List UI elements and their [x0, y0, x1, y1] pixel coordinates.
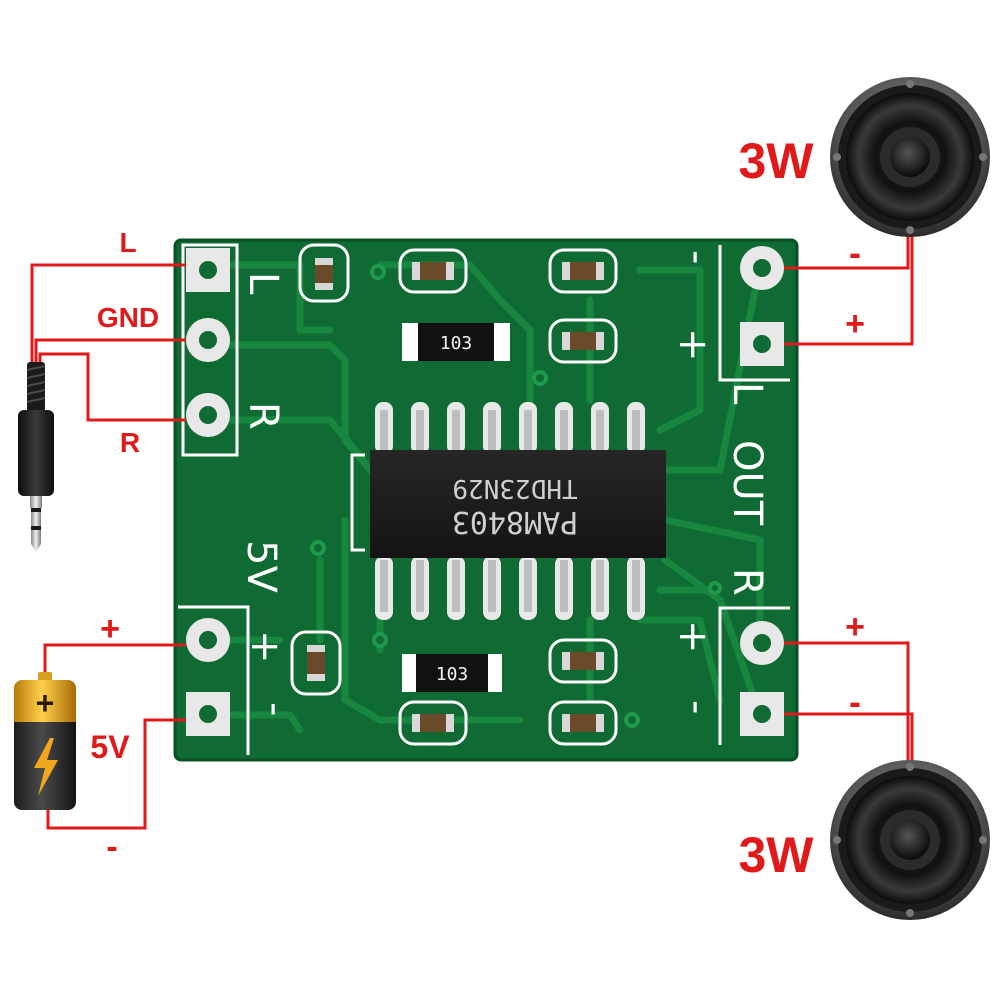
- ic-pin-top-7: [591, 402, 609, 454]
- ic-pin-bottom-4: [483, 556, 501, 620]
- silk-power-minus: -: [252, 702, 298, 716]
- capacitor-c8: [398, 700, 468, 746]
- battery-icon: +: [14, 672, 76, 810]
- chip-batch-label: THD23N29: [452, 473, 577, 503]
- silk-out-minus-bottom: -: [674, 700, 720, 714]
- capacitor-c1: [298, 243, 350, 303]
- audio-jack-plug: [18, 362, 54, 552]
- battery-plus-symbol: +: [36, 685, 55, 721]
- chip-model-label: PAM8403: [452, 504, 578, 539]
- speaker-top-plus-label: +: [845, 305, 865, 343]
- speaker-top-power-label: 3W: [739, 133, 815, 189]
- capacitor-c3: [548, 248, 618, 294]
- power-plus-label: +: [100, 610, 120, 648]
- lightning-bolt-icon: [34, 738, 58, 796]
- input-l-label: L: [119, 227, 136, 258]
- ic-pin-top-4: [483, 402, 501, 454]
- wire-power-minus: [46, 718, 186, 830]
- capacitor-c6: [548, 638, 618, 684]
- red-wires: [30, 232, 914, 830]
- output-pad-block-bottom: [718, 606, 790, 745]
- input-gnd-label: GND: [97, 302, 159, 333]
- capacitor-c5: [290, 630, 342, 696]
- power-minus-label: -: [106, 828, 117, 866]
- ic-pin-top-3: [447, 402, 465, 454]
- silk-out: OUT: [724, 440, 770, 526]
- capacitor-c7: [548, 700, 618, 746]
- ic-pin-top-8: [627, 402, 645, 454]
- resistor-top-label: 103: [440, 333, 473, 354]
- input-pad-r: [186, 393, 230, 437]
- output-pad-block-top: [718, 245, 790, 382]
- silk-out-plus-bottom: +: [670, 620, 716, 654]
- speaker-icon-top: [830, 77, 990, 237]
- pcb-board: 103 103 PAM8403 THD23N29 L R 5V + - L OU…: [173, 238, 799, 762]
- resistor-top: 103: [402, 323, 510, 361]
- silk-out-minus-top: -: [674, 250, 720, 264]
- output-pad-bottom-minus: [740, 692, 784, 736]
- pcb-vias: [310, 264, 722, 728]
- power-pad-plus: [186, 618, 230, 662]
- wire-speaker-bottom-plus: [784, 641, 910, 770]
- input-pad-l: [186, 248, 230, 292]
- power-pad-minus: [186, 692, 230, 736]
- power-pad-block: [178, 605, 250, 755]
- ic-pin-top-6: [555, 402, 573, 454]
- output-pad-top-plus: [740, 322, 784, 366]
- resistor-bottom: 103: [402, 654, 502, 692]
- input-pad-gnd: [186, 318, 230, 362]
- wire-input-gnd: [34, 338, 186, 362]
- wire-input-r: [38, 352, 186, 422]
- silk-out-l: L: [724, 382, 770, 405]
- ic-pin-bottom-6: [555, 556, 573, 620]
- speaker-bottom-minus-label: -: [849, 681, 861, 722]
- silk-out-r: R: [724, 568, 770, 596]
- wire-power-plus: [43, 643, 186, 680]
- input-pad-block: [181, 243, 239, 457]
- capacitor-c2: [398, 248, 468, 294]
- silk-5v: 5V: [238, 540, 284, 593]
- ic-pin-bottom-8: [627, 556, 645, 620]
- wire-speaker-top-plus: [784, 232, 914, 346]
- speaker-bottom-plus-label: +: [845, 608, 865, 646]
- output-pad-bottom-plus: [740, 621, 784, 665]
- ic-pin-bottom-5: [519, 556, 537, 620]
- capacitor-c4: [548, 318, 618, 364]
- silk-power-plus: +: [242, 630, 288, 664]
- wire-input-l: [30, 263, 186, 362]
- ic-pins: [375, 402, 645, 620]
- power-voltage-label: 5V: [90, 729, 130, 765]
- smd-capacitors: [290, 243, 618, 746]
- speaker-icon-bottom: [830, 760, 990, 920]
- resistor-bottom-label: 103: [436, 664, 469, 685]
- ic-pin-bottom-2: [411, 556, 429, 620]
- ic-pin-bottom-3: [447, 556, 465, 620]
- speaker-top-minus-label: -: [849, 232, 861, 273]
- ic-pin-top-2: [411, 402, 429, 454]
- pam8403-chip: PAM8403 THD23N29: [350, 450, 666, 558]
- wire-speaker-top-minus: [784, 232, 910, 270]
- silk-input-r: R: [240, 402, 286, 430]
- silk-input-l: L: [240, 272, 286, 295]
- ic-pin-top-1: [375, 402, 393, 454]
- silk-out-plus-top: +: [670, 328, 716, 362]
- ic-pin-bottom-7: [591, 556, 609, 620]
- output-pad-top-minus: [740, 246, 784, 290]
- input-r-label: R: [120, 427, 140, 458]
- ic-pin-bottom-1: [375, 556, 393, 620]
- ic-pin-top-5: [519, 402, 537, 454]
- speaker-bottom-power-label: 3W: [739, 827, 815, 883]
- wire-speaker-bottom-minus: [784, 712, 914, 770]
